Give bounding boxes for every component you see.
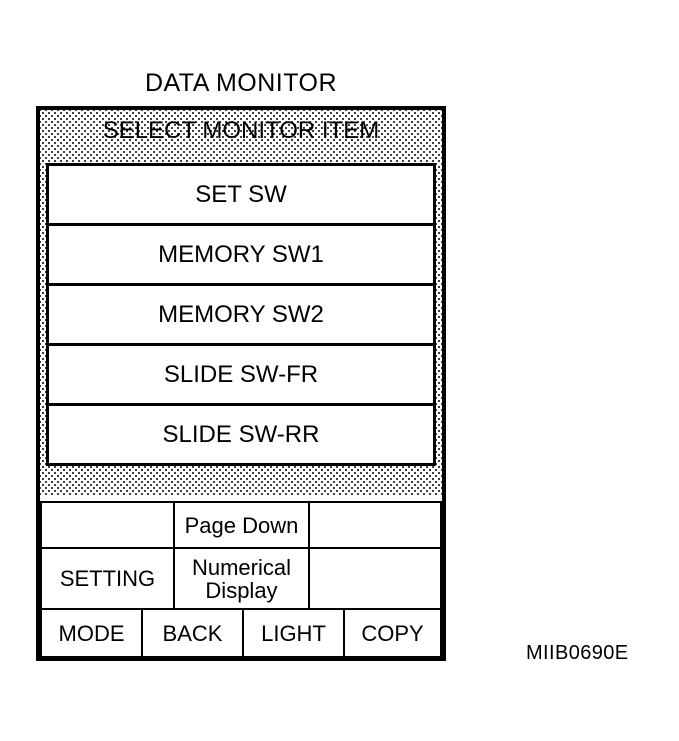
figure-reference-code: MIIB0690E — [526, 642, 629, 664]
button-mode[interactable]: MODE — [40, 608, 143, 658]
button-copy[interactable]: COPY — [343, 608, 442, 658]
page-title: DATA MONITOR — [144, 69, 338, 97]
softkey-numerical-display[interactable]: Numerical Display — [173, 547, 310, 610]
softkey-setting[interactable]: SETTING — [40, 547, 175, 610]
softkey-empty-top-right[interactable] — [308, 501, 442, 549]
softkey-empty-top-left[interactable] — [40, 501, 175, 549]
button-light[interactable]: LIGHT — [242, 608, 345, 658]
list-item[interactable]: MEMORY SW2 — [49, 286, 433, 346]
button-back[interactable]: BACK — [141, 608, 244, 658]
list-item[interactable]: MEMORY SW1 — [49, 226, 433, 286]
softkey-empty-middle-right[interactable] — [308, 547, 442, 610]
device-frame: SELECT MONITOR ITEM SET SW MEMORY SW1 ME… — [36, 106, 446, 661]
monitor-screen: SELECT MONITOR ITEM SET SW MEMORY SW1 ME… — [40, 110, 442, 495]
monitor-item-list: SET SW MEMORY SW1 MEMORY SW2 SLIDE SW-FR… — [46, 163, 436, 466]
softkey-button-grid: Page Down SETTING Numerical Display MODE… — [40, 501, 442, 658]
softkey-page-down[interactable]: Page Down — [173, 501, 310, 549]
screen-header-label: SELECT MONITOR ITEM — [102, 117, 380, 144]
list-item[interactable]: SLIDE SW-FR — [49, 346, 433, 406]
list-item[interactable]: SET SW — [49, 166, 433, 226]
list-item[interactable]: SLIDE SW-RR — [49, 406, 433, 463]
